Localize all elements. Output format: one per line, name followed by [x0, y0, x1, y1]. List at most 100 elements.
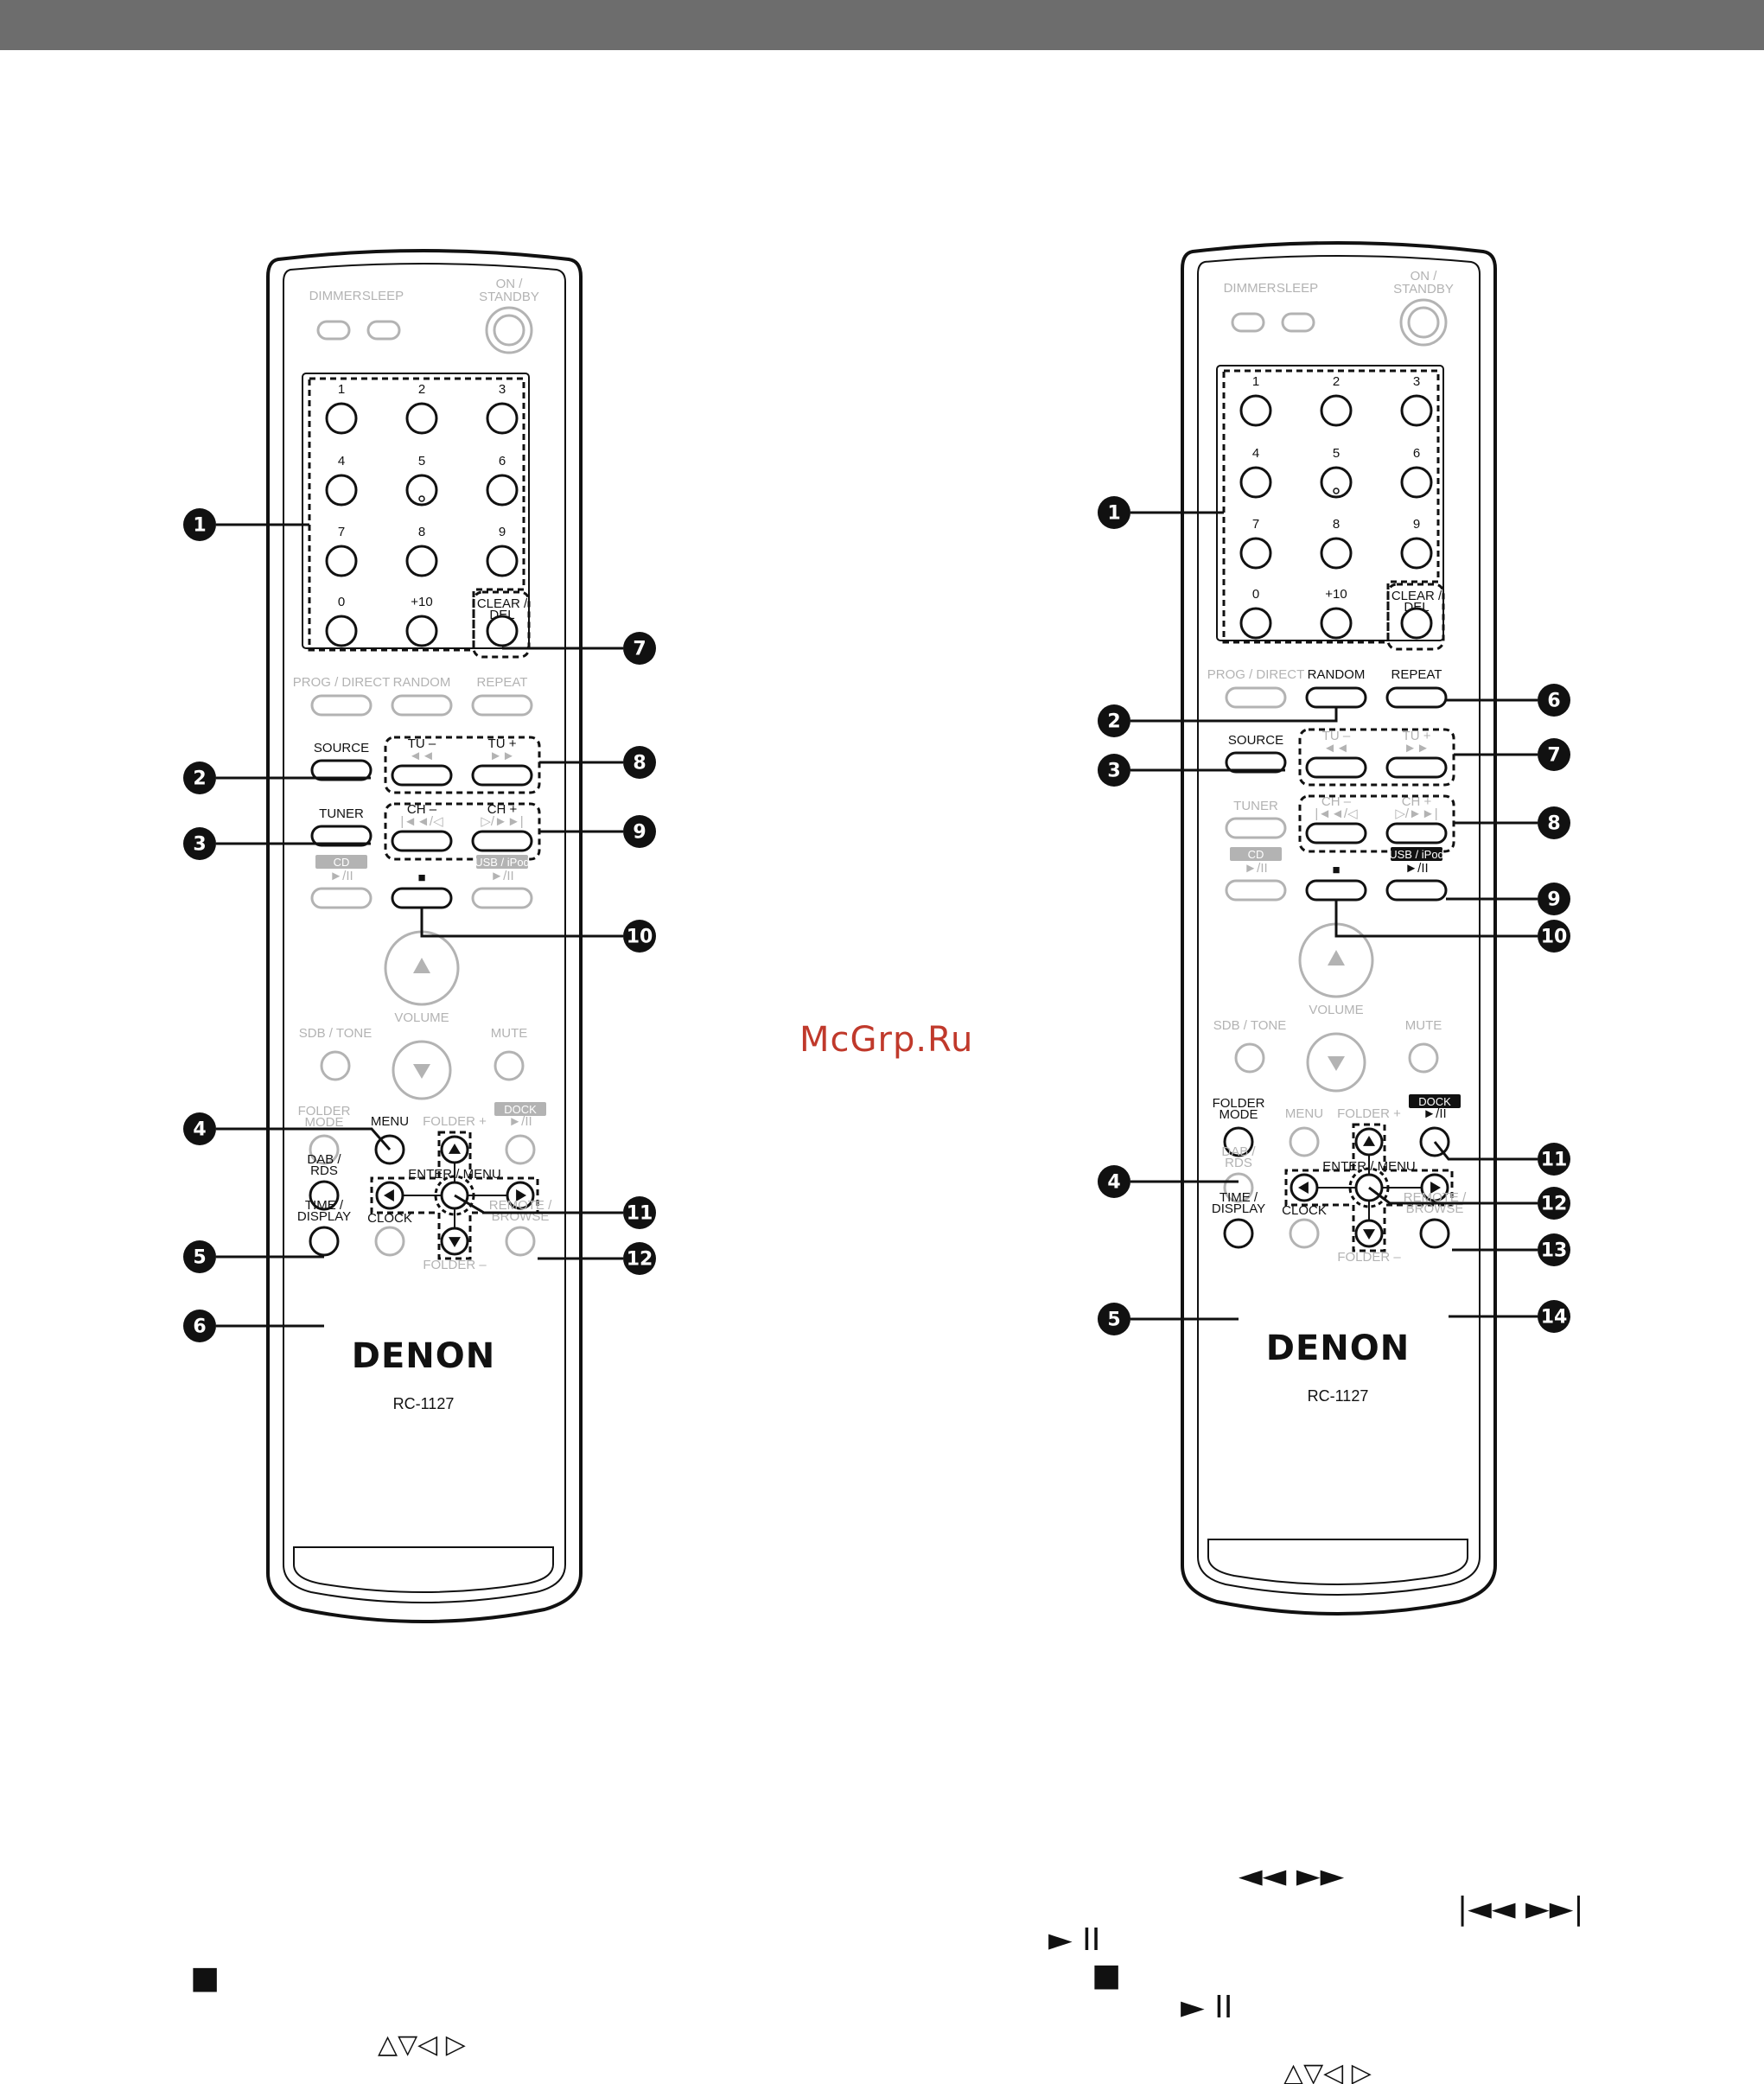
sdb-tone-button	[320, 1050, 351, 1081]
tuner-label: TUNER	[1233, 799, 1278, 813]
cursor-right-button-arrow	[1430, 1182, 1441, 1194]
folder-up-button-arrow	[1363, 1136, 1375, 1146]
ch-plus-label: CH +	[487, 802, 518, 817]
ff-label: ►►	[489, 749, 515, 763]
sleep-button	[1281, 312, 1315, 333]
digit-label-2: 2	[418, 382, 425, 397]
ff-label: ►►	[1404, 741, 1430, 755]
dimmer-label: DIMMER	[1224, 281, 1277, 296]
cd-badge-bg	[315, 855, 367, 869]
folder-mode-label-2: MODE	[1220, 1107, 1258, 1122]
cd-play-label: ►/II	[1244, 861, 1267, 876]
callout-b-7-disc	[1538, 738, 1570, 771]
callout-b-14: 14	[1538, 1300, 1570, 1333]
dab-label-2: RDS	[1225, 1156, 1252, 1170]
menu-button	[1289, 1126, 1320, 1157]
clear-label-1: CLEAR /	[1391, 589, 1442, 603]
callout-b-5-disc	[1098, 1303, 1130, 1335]
remote-browse-button	[1419, 1218, 1450, 1249]
dab-rds-button	[309, 1180, 340, 1211]
clock-button	[374, 1226, 405, 1257]
callout-b-2-number: 2	[1107, 711, 1120, 733]
digit-label-+10: +10	[411, 595, 432, 609]
volume-down-icon	[413, 1064, 430, 1079]
digit-label-5: 5	[1333, 446, 1340, 461]
mute-label: MUTE	[491, 1026, 528, 1041]
stop-symbol-right: ■	[1092, 1958, 1121, 1993]
callout-b-2-disc	[1098, 704, 1130, 737]
cd-badge-text: CD	[334, 856, 350, 869]
folder-mode-button	[1223, 1126, 1254, 1157]
ch-minus-button	[391, 830, 453, 852]
leader-b-12	[1368, 1186, 1538, 1205]
callout-b-8-number: 8	[1547, 813, 1560, 835]
callout-b-14-number: 14	[1541, 1307, 1568, 1329]
digit-label-6: 6	[499, 454, 506, 468]
folder-up-button	[1354, 1127, 1384, 1157]
source-label: SOURCE	[314, 741, 369, 755]
ch-plus-button	[1385, 822, 1448, 844]
callout-b-11-disc	[1538, 1143, 1570, 1176]
folder-down-button-arrow	[1363, 1229, 1375, 1240]
cursor-left-button	[1290, 1173, 1319, 1202]
clear-dashed-group	[472, 590, 531, 659]
leader-b-11	[1433, 1141, 1538, 1161]
digit-label-7: 7	[338, 525, 345, 539]
cursor-left-button-arrow	[384, 1189, 394, 1201]
dimmer-button	[1231, 312, 1265, 333]
digit-label-4: 4	[338, 454, 345, 468]
callout-3-number: 3	[193, 834, 206, 856]
on-standby-label-1: ON /	[1411, 269, 1438, 284]
callout-3: 3	[183, 827, 216, 860]
prog-direct-label: PROG / DIRECT	[293, 675, 391, 690]
callout-2-disc	[183, 762, 216, 794]
callout-b-12-disc	[1538, 1187, 1570, 1220]
watermark: McGrp.Ru	[799, 1020, 974, 1060]
folder-mode-label-1: FOLDER	[1213, 1096, 1265, 1111]
callout-8-disc	[623, 746, 656, 779]
remote-browse-label-1: REMOTE /	[1404, 1190, 1467, 1205]
skip-back-label: |◄◄/◁	[1315, 806, 1358, 821]
callout-10-number: 10	[627, 927, 653, 948]
cd-badge: CD	[315, 855, 367, 869]
volume-up-icon	[413, 958, 430, 973]
usb-badge-text: USB / iPod	[474, 856, 530, 869]
arrow-symbols-right: △▽◁ ▷	[1283, 2058, 1372, 2084]
callout-b-3-number: 3	[1107, 761, 1120, 782]
digit-label-4: 4	[1252, 446, 1259, 461]
sleep-button	[366, 320, 401, 341]
callout-b-10-number: 10	[1541, 927, 1568, 948]
stop-button	[391, 887, 453, 909]
numpad-dashed-group	[308, 377, 525, 652]
tuner-label: TUNER	[319, 806, 364, 821]
folder-down-button	[440, 1227, 469, 1256]
callout-b-13: 13	[1538, 1233, 1570, 1266]
usb-play-button	[471, 887, 533, 909]
leader-4	[216, 1127, 392, 1150]
dab-label-1: DAB /	[1221, 1144, 1256, 1159]
callout-8: 8	[623, 746, 656, 779]
random-button	[391, 694, 453, 717]
callout-6-number: 6	[193, 1316, 206, 1338]
dab-label-2: RDS	[310, 1163, 338, 1178]
dock-badge-bg	[1409, 1094, 1461, 1108]
time-label-1: TIME /	[305, 1198, 344, 1213]
cursor-left-button	[375, 1181, 404, 1210]
dock-play-button	[505, 1134, 536, 1165]
digit-5-dot	[1333, 488, 1340, 494]
enter-dashed-ring	[1348, 1167, 1390, 1208]
callout-12: 12	[623, 1242, 656, 1275]
cd-play-button	[1225, 879, 1287, 902]
clear-del-button	[486, 615, 519, 647]
repeat-label: REPEAT	[1391, 667, 1442, 682]
model-number: RC-1127	[1308, 1387, 1369, 1405]
leader-11	[454, 1194, 623, 1214]
on-standby-label-1: ON /	[496, 277, 524, 291]
sdb-tone-label: SDB / TONE	[1213, 1018, 1286, 1033]
digit-button-4	[325, 474, 358, 507]
mute-label: MUTE	[1405, 1018, 1442, 1033]
mute-button	[494, 1050, 525, 1081]
dock-badge: DOCK	[494, 1102, 546, 1116]
digit-label-9: 9	[499, 525, 506, 539]
ch-minus-label: CH –	[1321, 794, 1352, 809]
